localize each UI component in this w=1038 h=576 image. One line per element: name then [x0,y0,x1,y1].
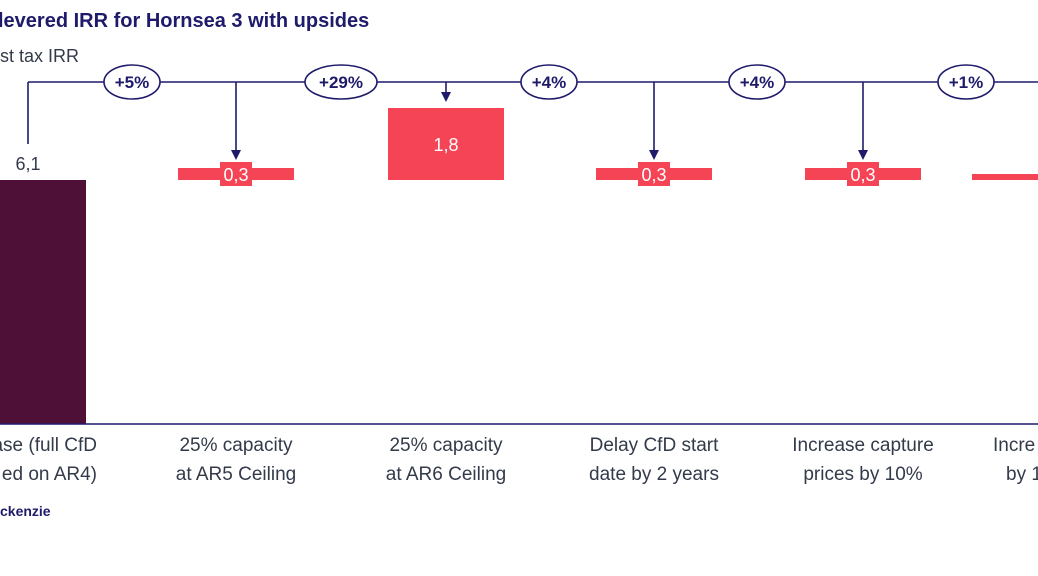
category-label-line: by 1 [1006,464,1038,485]
data-label: 0,3 [641,165,666,185]
data-label: 0,3 [850,165,875,185]
category-label: 25% capacity at AR5 Ceiling [136,431,336,489]
bar-base-case [0,180,86,424]
pct-change-label: +5% [115,73,150,92]
pct-change-bubble [520,64,578,100]
category-label: case (full CfD ed on AR4) [0,431,97,489]
data-label-bg [847,162,879,186]
category-label-line: prices by 10% [803,464,923,485]
chart-subtitle: st tax IRR [0,46,80,66]
category-label: Delay CfD start date by 2 years [554,431,754,489]
category-label: Increase capture prices by 10% [763,431,963,489]
pct-change-label: +4% [532,73,567,92]
category-label: Incre by 1 [993,431,1038,489]
category-label-line: Delay CfD start [589,435,719,456]
data-label-bg [638,162,670,186]
chart-title: levered IRR for Hornsea 3 with upsides [0,10,370,32]
category-label-line: Incre [993,435,1036,456]
pct-change-bubble [103,64,161,100]
arrow-head [231,150,241,160]
category-label-line: at AR6 Ceiling [385,464,507,485]
data-label: 1,8 [433,135,458,155]
pct-change-bubble [937,64,995,100]
category-label-line: case (full CfD [0,435,97,456]
category-label-line: 25% capacity [179,435,293,456]
bar-increase [972,174,1038,180]
category-label: 25% capacity at AR6 Ceiling [346,431,546,489]
arrow-head [649,150,659,160]
category-label-line: 25% capacity [389,435,503,456]
data-label: 0,3 [223,165,248,185]
source-note: ckenzie [0,503,51,519]
arrow-head [441,92,451,102]
arrow-head [858,150,868,160]
pct-change-bubble [304,64,378,100]
pct-change-label: +4% [740,73,775,92]
category-label-line: ed on AR4) [1,464,97,485]
pct-change-label: +1% [949,73,984,92]
category-label-line: at AR5 Ceiling [175,464,297,485]
data-label: 6,1 [15,154,40,174]
pct-change-label: +29% [319,73,363,92]
category-label-line: date by 2 years [589,464,719,485]
pct-change-bubble [728,64,786,100]
bar-increase [388,108,504,180]
category-label-line: Increase capture [792,435,934,456]
data-label-bg [220,162,252,186]
